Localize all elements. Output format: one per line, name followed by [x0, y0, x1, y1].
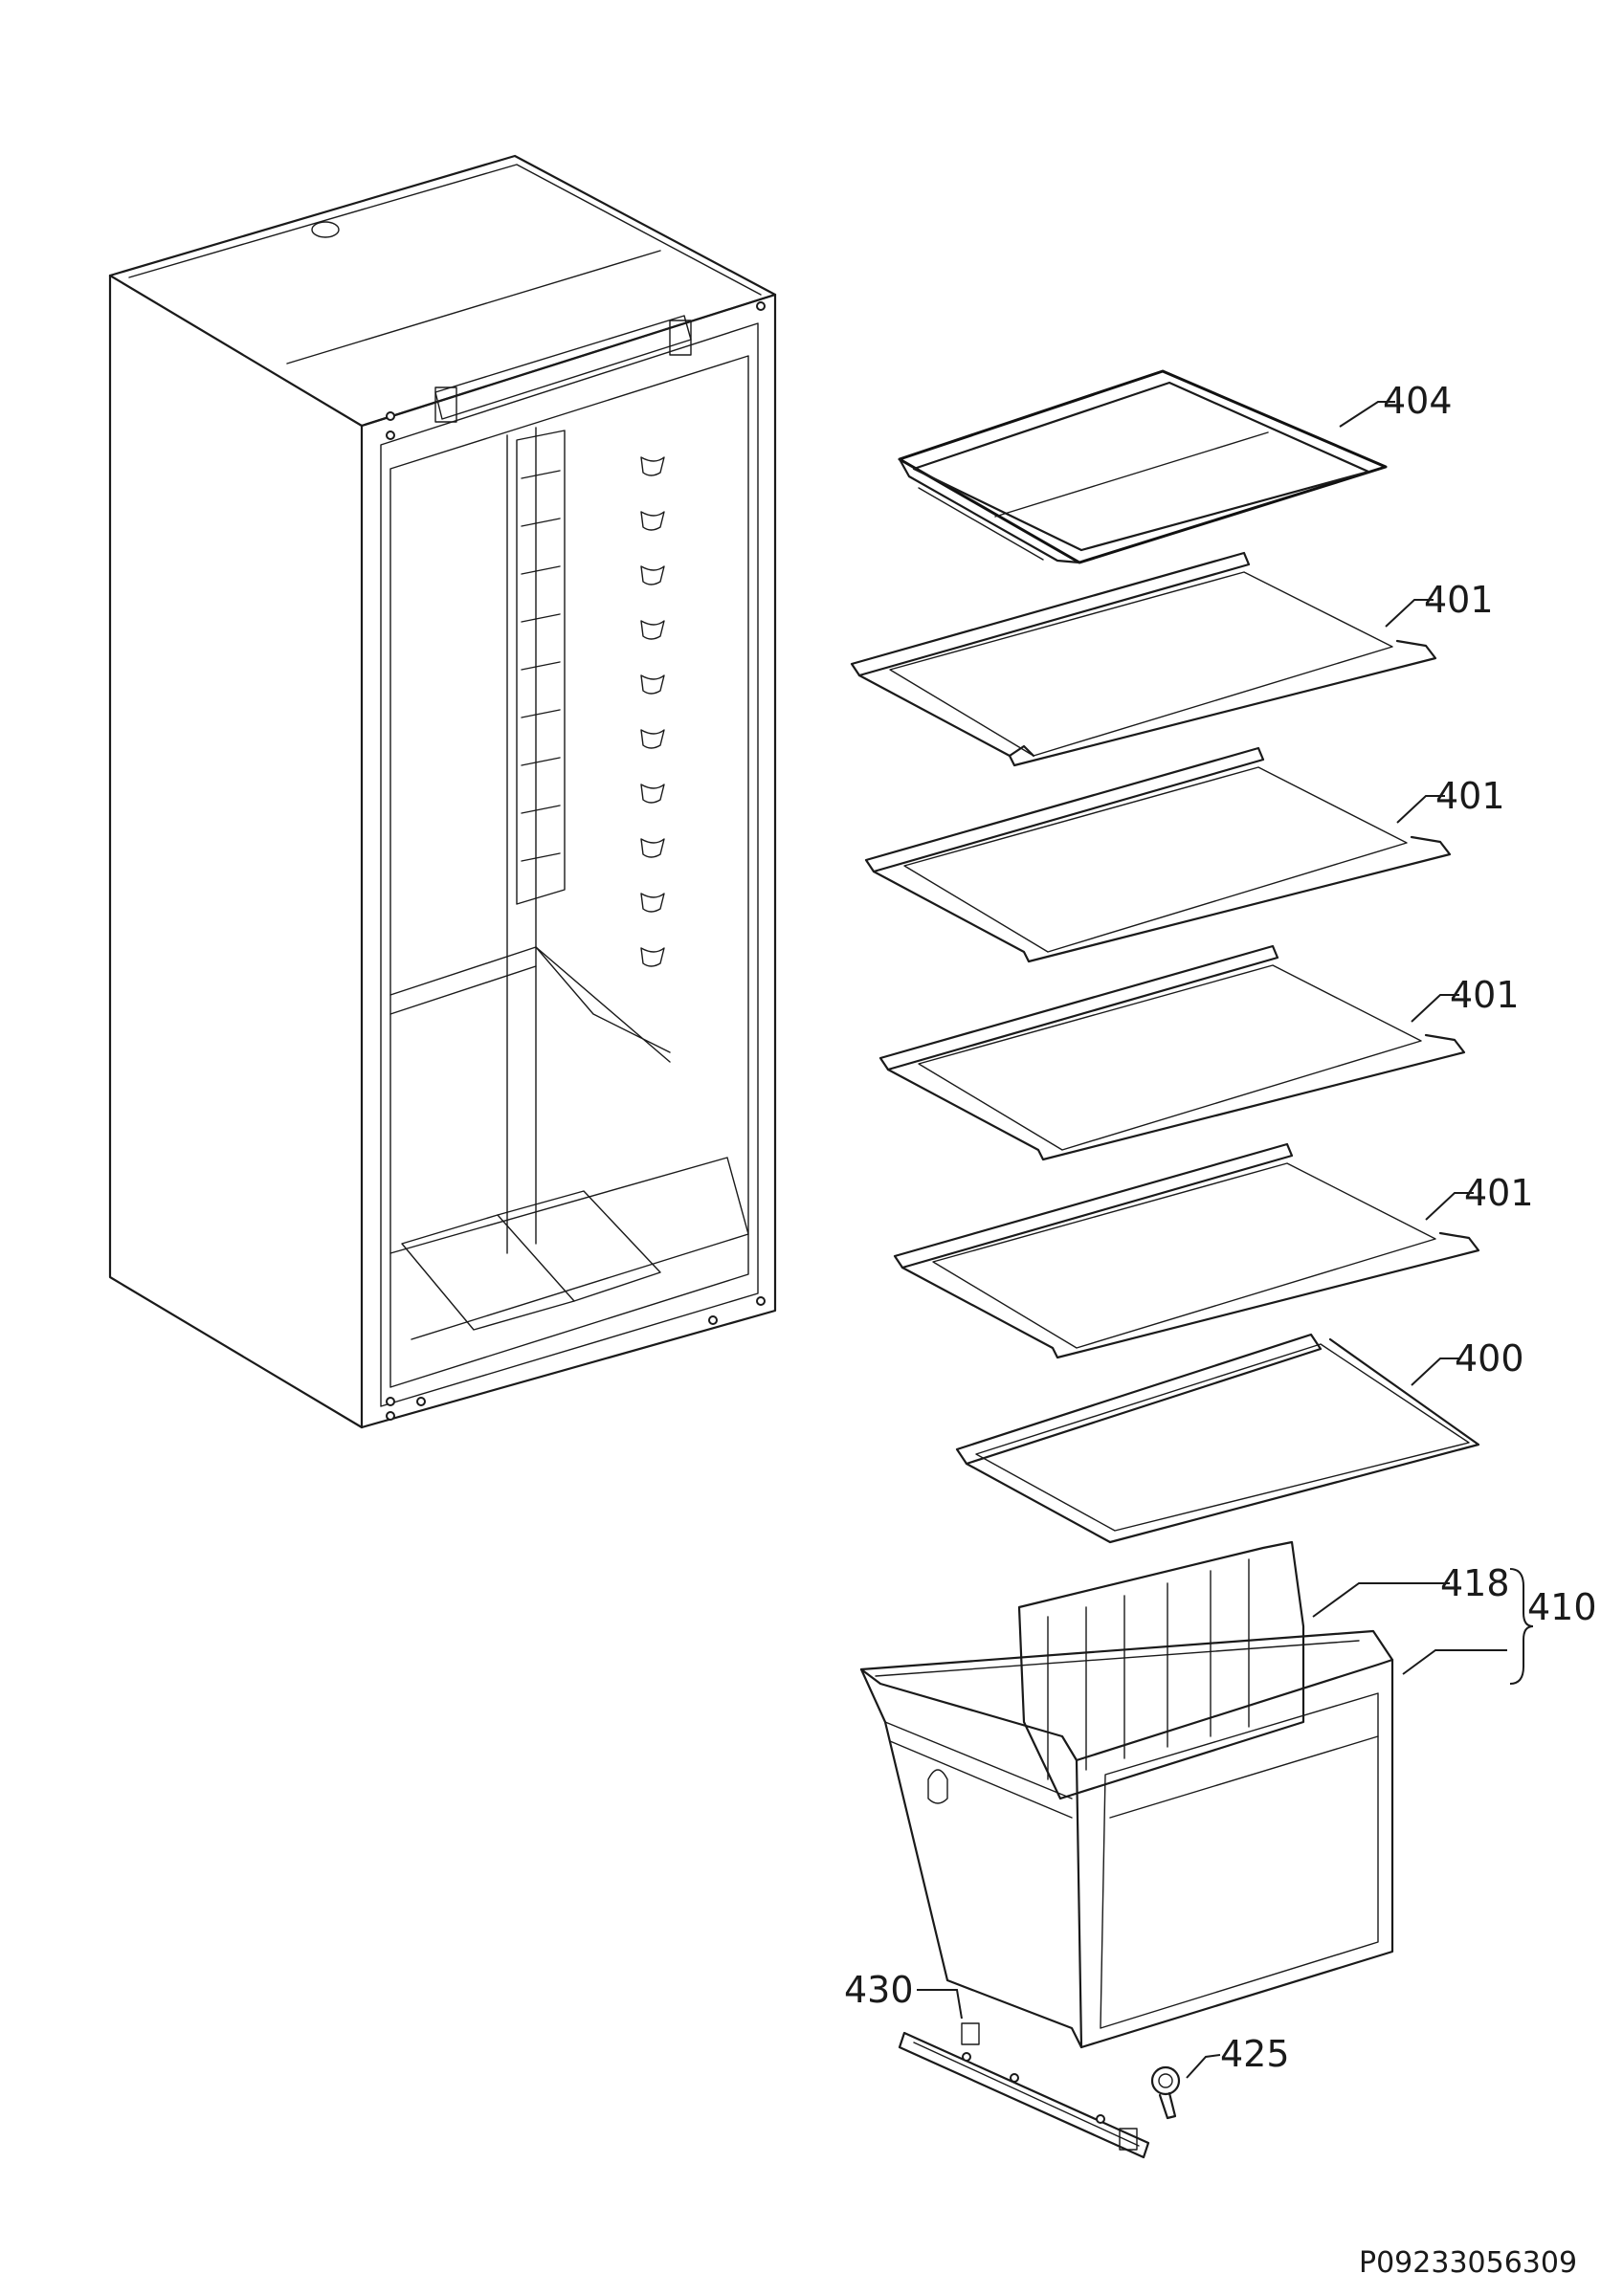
fridge-cabinet: [108, 154, 777, 1429]
label-401-second: 401: [1435, 775, 1505, 817]
label-425: 425: [1220, 2033, 1290, 2075]
shelf-404: [898, 369, 1388, 564]
leader-lines: [917, 401, 1534, 2079]
label-401-fourth: 401: [1464, 1172, 1534, 1214]
label-404: 404: [1383, 380, 1453, 422]
label-418: 418: [1440, 1562, 1510, 1604]
shelf-support-rails: [516, 430, 566, 905]
label-430: 430: [844, 1969, 914, 2011]
drawing-code: P09233056309: [1359, 2246, 1577, 2280]
label-400: 400: [1455, 1337, 1524, 1380]
shelf-holes: [640, 456, 665, 967]
label-410: 410: [1527, 1586, 1597, 1628]
shelf-401-fourth: [893, 1142, 1480, 1359]
label-401-first: 401: [1424, 579, 1494, 621]
shelf-401-first: [850, 551, 1437, 767]
shelf-401-second: [864, 746, 1452, 963]
shelf-401-third: [878, 944, 1466, 1161]
part-labels: 404 401 401 401 401 400 418 410 430 425: [844, 380, 1597, 2075]
lock-knob-425: [1150, 2065, 1181, 2120]
slide-rail-430: [898, 2022, 1150, 2159]
shelf-400: [955, 1333, 1480, 1544]
label-401-third: 401: [1450, 974, 1520, 1016]
crisper-drawer-410: [859, 1540, 1394, 2049]
